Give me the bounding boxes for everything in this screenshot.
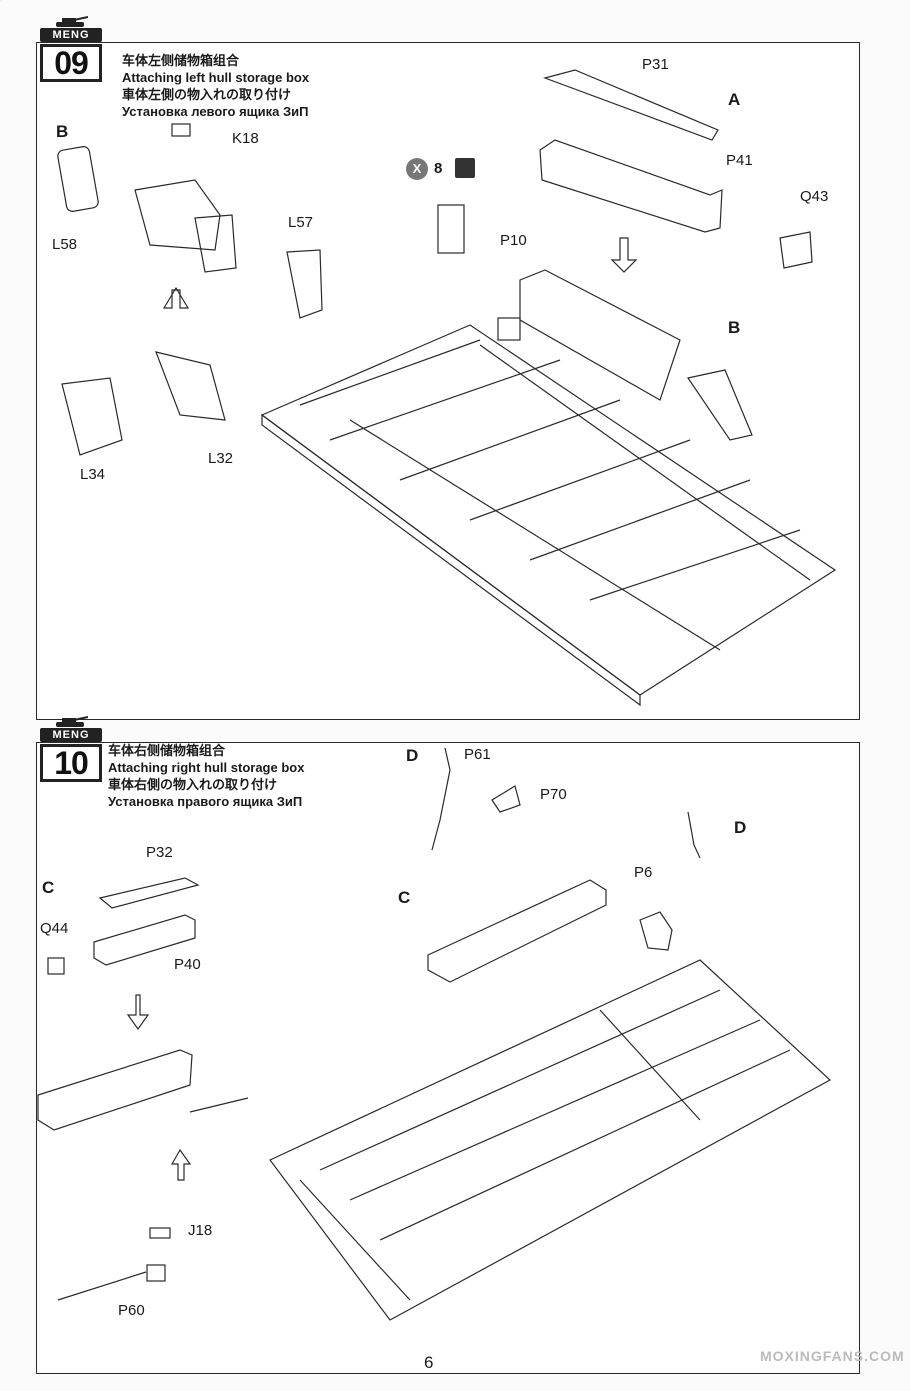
part-p60: P60: [118, 1302, 145, 1319]
title-ru: Установка правого ящика ЗиП: [108, 794, 303, 809]
part-p6: P6: [634, 864, 653, 881]
part-p61: P61: [464, 746, 491, 763]
part-p70: P70: [540, 786, 567, 803]
part-p40: P40: [174, 956, 201, 973]
part-k18: K18: [232, 130, 259, 147]
watermark: MOXINGFANS.COM: [760, 1348, 905, 1364]
title-ru: Установка левого ящика ЗиП: [122, 104, 309, 119]
hull-10: [269, 959, 832, 1321]
step-number: 10: [40, 744, 102, 782]
title-cn: 车体左侧储物箱组合: [122, 53, 240, 68]
part-p31: P31: [642, 56, 669, 73]
step-number: 09: [40, 44, 102, 82]
hull-09: [260, 324, 837, 707]
callout-c-sub: C: [42, 878, 55, 897]
part-l58: L58: [52, 236, 78, 253]
title-jp: 車体左側の物入れの取り付け: [122, 87, 292, 102]
step-09-titles: 车体左侧储物箱组合 Attaching left hull storage bo…: [122, 52, 309, 120]
brand-label: MENG: [40, 28, 102, 42]
glue-icon: [455, 158, 475, 178]
callout-a: A: [728, 90, 741, 109]
step-10-logo: MENG 10: [36, 714, 106, 784]
part-l57: L57: [288, 214, 314, 231]
callout-b-sub: B: [56, 122, 69, 141]
tank-icon: [56, 716, 88, 727]
callout-d-main: D: [734, 818, 747, 837]
callout-b-main: B: [728, 318, 741, 337]
part-p41: P41: [726, 152, 753, 169]
tank-icon: [56, 16, 88, 27]
part-p32: P32: [146, 844, 173, 861]
part-q43: Q43: [800, 188, 829, 205]
callout-c-main: C: [398, 888, 411, 907]
page-number: 6: [424, 1353, 434, 1372]
brand-label: MENG: [40, 728, 102, 742]
part-j18: J18: [188, 1222, 213, 1239]
step-10-titles: 车体右侧储物箱组合 Attaching right hull storage b…: [108, 742, 304, 810]
title-jp: 車体右側の物入れの取り付け: [108, 777, 278, 792]
part-l32: L32: [208, 450, 234, 467]
qty-badge: X: [406, 158, 428, 180]
qty-number: 8: [434, 160, 443, 177]
part-l34: L34: [80, 466, 106, 483]
step-09-logo: MENG 09: [36, 14, 106, 84]
title-cn: 车体右侧储物箱组合: [108, 743, 226, 758]
title-en: Attaching right hull storage box: [108, 760, 305, 775]
callout-d-sub: D: [406, 746, 419, 765]
title-en: Attaching left hull storage box: [122, 70, 310, 85]
part-q44: Q44: [40, 920, 69, 937]
part-p10: P10: [500, 232, 527, 249]
